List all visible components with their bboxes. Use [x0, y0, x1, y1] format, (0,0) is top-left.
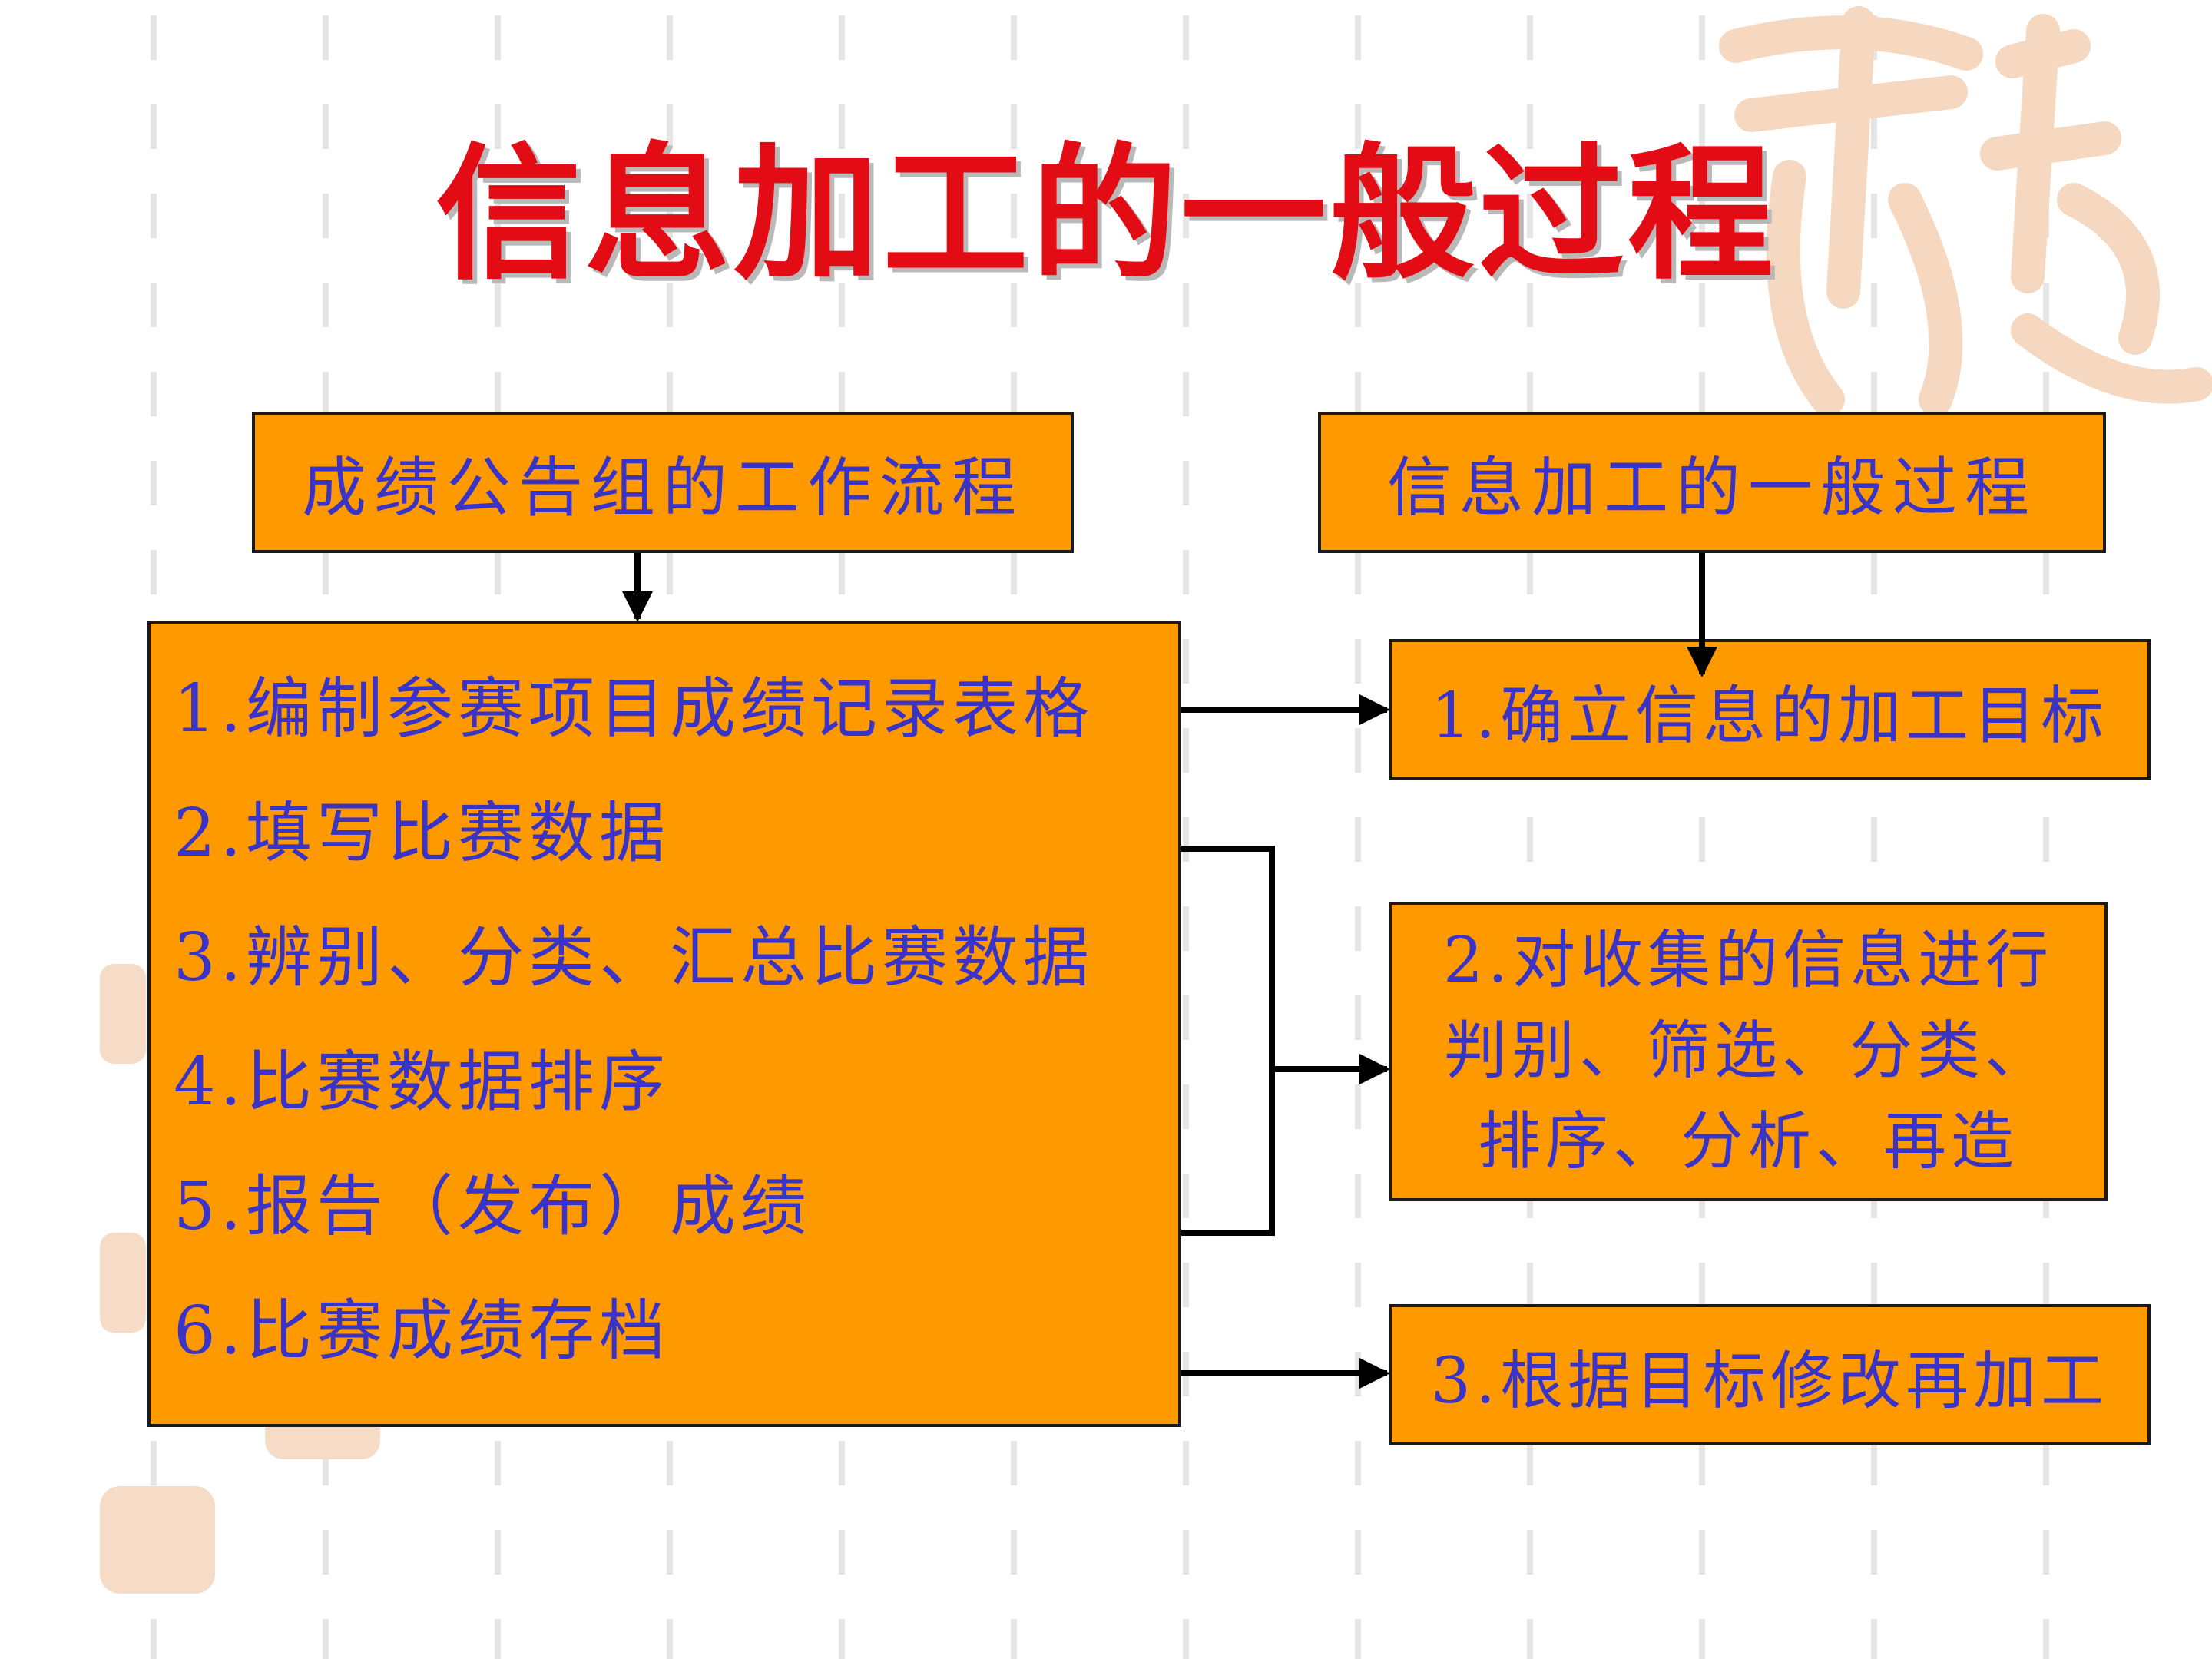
process-goal-box: 1.确立信息的加工目标 — [1389, 639, 2151, 780]
workflow-steps-box: 1.编制参赛项目成绩记录表格 2.填写比赛数据 3.辨别、分类、汇总比赛数据 4… — [147, 621, 1181, 1427]
process-analysis-line-1: 2.对收集的信息进行 — [1442, 924, 2054, 997]
process-analysis-line-2: 判别、筛选、分类、 — [1443, 1015, 2052, 1088]
step-4: 4.比赛数据排序 — [174, 1044, 671, 1121]
page-title: 信息加工的一般过程 — [435, 130, 1777, 300]
right-header-label: 信息加工的一般过程 — [1386, 449, 2037, 525]
step-1: 1.编制参赛项目成绩记录表格 — [174, 671, 1094, 747]
step-5: 5.报告（发布）成绩 — [174, 1168, 812, 1245]
process-analysis-box: 2.对收集的信息进行 判别、筛选、分类、 排序、分析、再造 — [1389, 902, 2108, 1201]
left-header-label: 成绩公告组的工作流程 — [301, 449, 1024, 525]
seal-watermark-large — [1719, 6, 2212, 416]
process-revise-label: 3.根据目标修改再加工 — [1430, 1344, 2109, 1418]
seal-watermark-small — [100, 964, 380, 1594]
step-6: 6.比赛成绩存档 — [174, 1293, 671, 1369]
process-goal-label: 1.确立信息的加工目标 — [1430, 679, 2109, 753]
process-analysis-line-3: 排序、分析、再造 — [1477, 1105, 2018, 1178]
step-3: 3.辨别、分类、汇总比赛数据 — [174, 919, 1094, 996]
process-revise-box: 3.根据目标修改再加工 — [1389, 1304, 2151, 1445]
right-header-box: 信息加工的一般过程 — [1318, 412, 2106, 553]
step-2: 2.填写比赛数据 — [174, 795, 671, 872]
left-header-box: 成绩公告组的工作流程 — [252, 412, 1074, 553]
